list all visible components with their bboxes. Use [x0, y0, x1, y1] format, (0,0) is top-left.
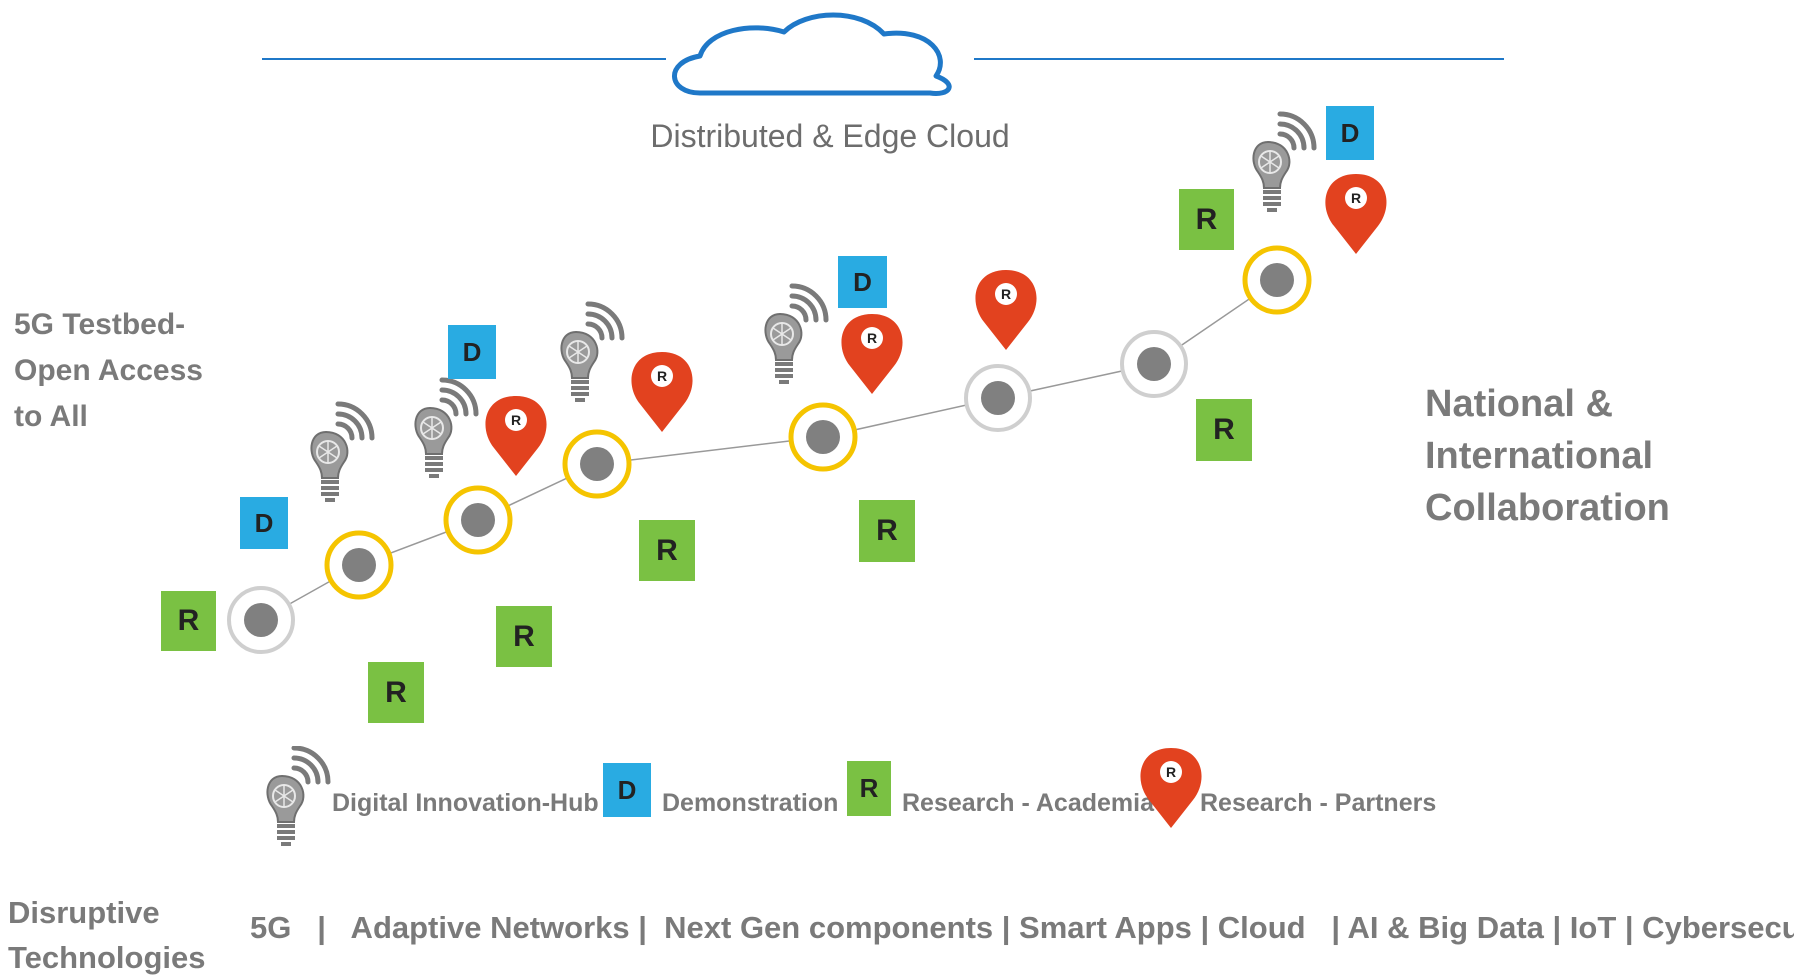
- collaboration-title-line-2: International: [1425, 435, 1654, 477]
- legend-partner-label: Research - Partners: [1200, 789, 1437, 817]
- partner-pin-1: [485, 396, 547, 476]
- node-1: [227, 586, 295, 654]
- node-6: [964, 364, 1032, 432]
- node-5: [788, 402, 858, 472]
- hub-icon-1: [311, 404, 372, 502]
- testbed-title-line-2: Open Access: [14, 354, 203, 387]
- demo-box-4: D: [1326, 106, 1374, 160]
- node-7: [1120, 330, 1188, 398]
- legend-hub-label: Digital Innovation-Hub: [332, 789, 599, 817]
- legend-partner-pin-icon: [1140, 748, 1202, 828]
- hub-icon-2: [415, 380, 476, 478]
- academia-box-1: R: [161, 591, 216, 651]
- legend-demo-label: Demonstration: [662, 789, 839, 817]
- testbed-title: 5G Testbed- Open Access to All: [14, 302, 203, 440]
- legend-demo-box: D: [603, 763, 651, 817]
- partner-pin-2: [631, 352, 693, 432]
- demo-box-1: D: [240, 497, 288, 549]
- cloud-label: Distributed & Edge Cloud: [650, 118, 1010, 154]
- node-8: [1242, 245, 1312, 315]
- academia-box-3: R: [496, 606, 552, 667]
- partner-pin-3: [841, 314, 903, 394]
- disruptive-title-line-2: Technologies: [8, 940, 206, 975]
- hub-icon-4: [765, 286, 826, 384]
- partner-pin-4: [975, 270, 1037, 350]
- collaboration-title-line-1: National &: [1425, 383, 1613, 425]
- demo-box-2: D: [448, 325, 496, 379]
- node-2: [324, 530, 394, 600]
- node-3: [443, 485, 513, 555]
- collaboration-title-line-3: Collaboration: [1425, 487, 1670, 529]
- academia-box-6: R: [1196, 399, 1252, 461]
- partner-pin-5: [1325, 174, 1387, 254]
- node-4: [562, 429, 632, 499]
- academia-box-4: R: [639, 520, 695, 581]
- academia-box-7: R: [1179, 189, 1234, 250]
- legend-hub-icon: [262, 746, 332, 846]
- technologies-list: 5G | Adaptive Networks | Next Gen compon…: [250, 910, 1794, 945]
- academia-box-5: R: [859, 500, 915, 562]
- disruptive-title-line-1: Disruptive: [8, 895, 160, 930]
- cloud-icon: [672, 12, 952, 96]
- testbed-title-line-3: to All: [14, 400, 88, 433]
- academia-box-2: R: [368, 662, 424, 723]
- hub-icon-3: [561, 304, 622, 402]
- disruptive-title: Disruptive Technologies: [8, 890, 206, 980]
- collaboration-title: National & International Collaboration: [1425, 378, 1670, 534]
- testbed-title-line-1: 5G Testbed-: [14, 308, 186, 341]
- demo-box-3: D: [838, 256, 887, 308]
- legend-academia-box: R: [847, 761, 891, 816]
- legend-academia-label: Research - Academia: [902, 789, 1154, 817]
